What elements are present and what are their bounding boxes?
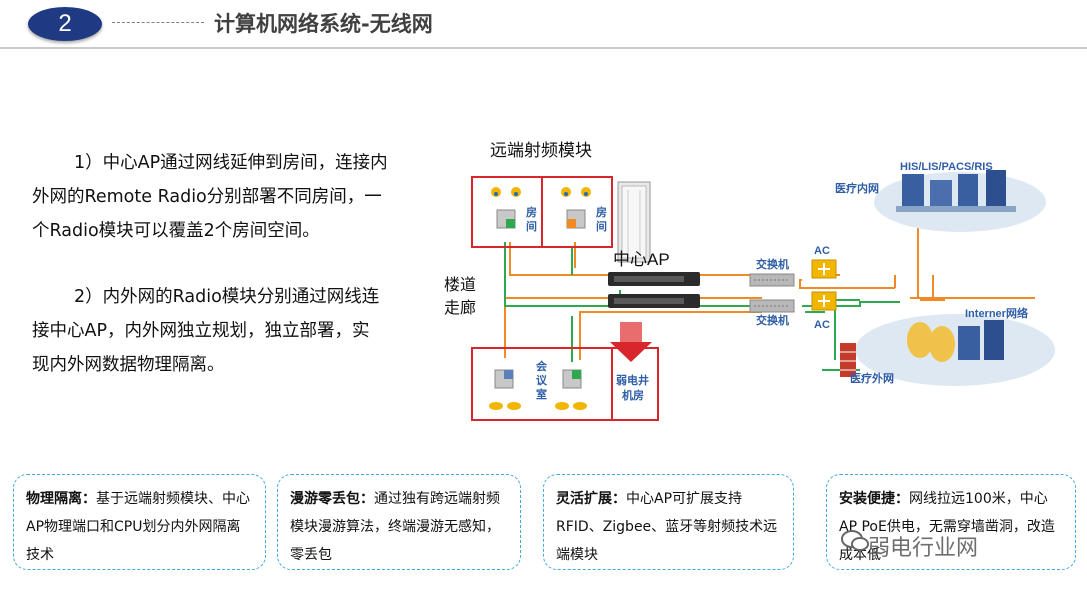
weak-current-label-b: 机房 — [622, 388, 644, 402]
down-arrow-icon — [610, 322, 652, 362]
card-body: 基于远端射频模块、中心AP物理端口和CPU划分内外网隔离技术 — [26, 491, 250, 563]
wifi-icon — [489, 402, 587, 410]
corridor-label-line-2: 走廊 — [444, 299, 476, 317]
paragraph-1: 1）中心AP通过网线延伸到房间，连接内 外网的Remote Radio分别部署不… — [32, 146, 410, 248]
internet-label: Interner网络 — [965, 306, 1028, 320]
radio-module-icon — [494, 369, 514, 389]
his-system-label: HIS/LIS/PACS/RIS — [900, 161, 993, 173]
paragraph-1-line-2: 外网的Remote Radio分别部署不同房间，一 — [32, 187, 382, 207]
wifi-icon — [561, 187, 591, 197]
center-ap-label: 中心AP — [613, 250, 670, 269]
paragraph-2-line-3: 现内外网数据物理隔离。 — [32, 355, 225, 375]
card-title: 安装便捷： — [839, 491, 909, 507]
feature-card-roaming: 漫游零丢包：通过独有跨远端射频模块漫游算法，终端漫游无感知，零丢包 — [277, 474, 521, 570]
feature-card-easy-installation: 安装便捷：网线拉远100米，中心AP PoE供电，无需穿墙凿洞，改造成本低 — [826, 474, 1076, 570]
switch-bottom-label: 交换机 — [756, 313, 789, 327]
header-divider — [0, 47, 1087, 49]
extranet-label: 医疗外网 — [850, 371, 894, 385]
internet-cloud — [855, 314, 1055, 386]
room-1-label-b: 间 — [526, 220, 537, 233]
ac-controller-icon — [811, 259, 837, 279]
wechat-icon — [841, 530, 869, 551]
server-rack-icon — [617, 181, 651, 263]
radio-module-icon — [562, 369, 582, 389]
network-diagram: 远端射频模块 房 间 — [444, 141, 1055, 421]
room-2-label-b: 间 — [596, 220, 607, 233]
paragraph-2-line-2: 接中心AP，内外网独立规划，独立部署，实 — [32, 321, 370, 341]
ac-top-label: AC — [814, 245, 830, 257]
center-ap-switch-icon — [608, 272, 700, 308]
room-1-label-a: 房 — [526, 205, 537, 219]
page-title: 计算机网络系统-无线网 — [214, 12, 433, 36]
paragraph-2: 2）内外网的Radio模块分别通过网线连 接中心AP，内外网独立规划，独立部署，… — [32, 280, 410, 382]
card-title: 物理隔离： — [26, 491, 96, 507]
feature-card-physical-isolation: 物理隔离：基于远端射频模块、中心AP物理端口和CPU划分内外网隔离技术 — [13, 474, 266, 570]
header-dotted-line — [112, 22, 204, 23]
corridor-label-line-1: 楼道 — [444, 276, 476, 294]
card-title: 灵活扩展： — [556, 491, 626, 507]
card-title: 漫游零丢包： — [290, 491, 374, 507]
room-2-box — [541, 176, 613, 248]
card-body: 网线拉远100米，中心AP PoE供电，无需穿墙凿洞，改造成本低 — [839, 491, 1055, 563]
intranet-label: 医疗内网 — [835, 181, 879, 195]
wifi-icon — [491, 187, 521, 197]
watermark-text: 弱电行业网 — [868, 536, 979, 561]
slide-header: 2 计算机网络系统-无线网 — [0, 0, 1087, 49]
intranet-cloud — [874, 170, 1046, 232]
switch-icon — [749, 273, 795, 287]
weak-current-room-box — [611, 347, 659, 421]
feature-card-flexible-expansion: 灵活扩展：中心AP可扩展支持RFID、Zigbee、蓝牙等射频技术远端模块 — [543, 474, 794, 570]
card-body: 通过独有跨远端射频模块漫游算法，终端漫游无感知，零丢包 — [290, 491, 500, 563]
ac-controller-icon — [811, 291, 837, 311]
paragraph-1-line-3: 个Radio模块可以覆盖2个房间空间。 — [32, 221, 320, 241]
paragraph-2-line-1: 2）内外网的Radio模块分别通过网线连 — [74, 287, 380, 307]
switch-icon — [749, 299, 795, 313]
room-2-label-a: 房 — [596, 205, 607, 219]
radio-module-icon — [496, 209, 516, 229]
meeting-room-label-b: 议 — [536, 373, 548, 387]
section-number-badge: 2 — [28, 7, 102, 41]
radio-module-icon — [566, 209, 586, 229]
paragraph-1-line-1: 1）中心AP通过网线延伸到房间，连接内 — [74, 153, 388, 173]
card-body: 中心AP可扩展支持RFID、Zigbee、蓝牙等射频技术远端模块 — [556, 491, 778, 563]
switch-top-label: 交换机 — [756, 257, 789, 271]
firewall-icon — [840, 343, 856, 377]
meeting-room-label-c: 室 — [536, 387, 547, 401]
meeting-room-label-a: 会 — [536, 359, 548, 373]
remote-module-label: 远端射频模块 — [490, 141, 592, 160]
ac-bottom-label: AC — [814, 319, 830, 331]
weak-current-label-a: 弱电井 — [616, 373, 649, 387]
